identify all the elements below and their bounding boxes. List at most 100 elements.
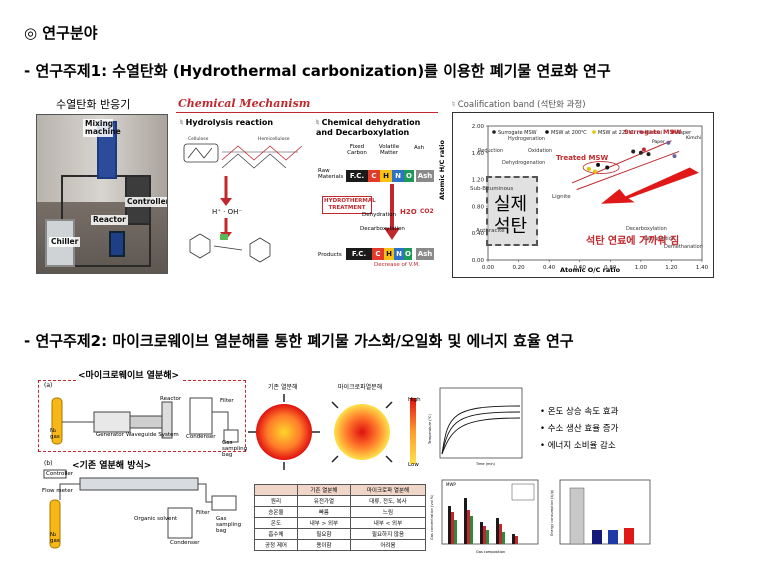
x-tick-label: 0.20 [512, 265, 525, 271]
legend-marker [639, 130, 643, 134]
hydrolysis-text: Hydrolysis reaction [185, 118, 274, 127]
data-point [641, 147, 646, 152]
oxidation-label: Oxidation [528, 148, 553, 154]
raw-c-cell: C [368, 170, 380, 182]
table-cell: 원리 [254, 495, 298, 507]
table-cell: 빠름 [296, 506, 351, 518]
dehydrogenation-label: Dehydrogenation [502, 160, 546, 166]
table-cell: 필요하지 않음 [349, 528, 427, 540]
co2-label: CO2 [420, 208, 434, 215]
data-point [666, 140, 671, 145]
paper-point-label: Paper [652, 140, 665, 145]
treated-msw-ellipse [582, 161, 620, 174]
controller-b-label: Controller [46, 471, 74, 477]
y-tick-label: 2.00 [472, 124, 485, 130]
n2-mw-label: N₂ gas [50, 428, 60, 440]
condenser-mw-label: Condenser [186, 434, 216, 440]
legend-label: MSW at 200℃ [551, 130, 587, 136]
table-cell: 어려움 [349, 539, 427, 551]
table-header-cell [254, 484, 298, 496]
closer-to-coal-label: 석탄 연료에 가까워 짐 [586, 236, 680, 247]
legend-marker [492, 130, 496, 134]
mixing-machine-label: Mixing machine [83, 119, 121, 137]
gas-bar-chart [441, 479, 539, 545]
dehydration-text: Chemical dehydration and Decarboxylation [316, 118, 421, 137]
band-line [576, 150, 680, 191]
chiller-label: Chiller [49, 237, 81, 247]
x-tick-label: 0.60 [574, 265, 587, 271]
microwave-sphere [334, 404, 390, 460]
data-point [646, 152, 651, 157]
legend-marker [592, 130, 596, 134]
raw-n-cell: N [392, 170, 404, 182]
prod-n-cell: N [394, 248, 404, 260]
bar-chart-xlabel: Gas composition [476, 550, 506, 554]
filter-b-label: Filter [196, 510, 210, 516]
table-cell: 용이함 [296, 539, 351, 551]
condenser-b-label: Condenser [170, 540, 200, 546]
decarboxylation-label: Decarboxylation [626, 226, 667, 232]
line-chart-ylabel: Temperature (℃) [428, 414, 432, 444]
legend-label: Paper [677, 130, 692, 136]
data-point [638, 150, 643, 155]
bullet-item-3: • 에너지 소비율 감소 [540, 441, 616, 451]
y-tick-label: 1.60 [472, 151, 485, 157]
band-line [571, 140, 672, 184]
col-fixed-carbon: Fixed Carbon [347, 144, 367, 156]
anthracite-label: Anthracite [476, 228, 505, 234]
legend-marker [545, 130, 549, 134]
real-coal-box [486, 176, 538, 246]
line-chart-xlabel: Time (min) [476, 462, 496, 466]
glucose-rings [189, 233, 271, 263]
data-point [593, 169, 597, 174]
coal-band-mark: ♮ [452, 100, 458, 110]
table-cell: 공정 제어 [254, 539, 298, 551]
temperature-line-chart [439, 387, 523, 459]
real-coal-text-1: 실제 [494, 194, 528, 215]
reactor-caption: 수열탄화 반응기 [56, 98, 131, 111]
coal-band-title: ♮ Coalification band (석탄화 과정) [452, 98, 586, 110]
treatment-label: HYDROTHERMAL TREATMENT [324, 198, 376, 211]
bar-chart-ylabel: Gas concentration (vol %) [430, 494, 434, 541]
bullet-list: • 온도 상승 속도 효과 • 수소 생산 효율 증가 • 에너지 소비율 감소 [540, 404, 618, 455]
prod-o-cell: O [404, 248, 412, 260]
chemical-mechanism-title: Chemical Mechanism [178, 97, 311, 110]
heat-conventional-label: 기존 열분해 [268, 384, 298, 391]
hydrolysis-arrow-head [220, 198, 232, 206]
raw-materials-label: Raw Materials [318, 168, 344, 180]
dehydration-chart-label: Dehydration [644, 236, 675, 242]
bullet-text-2: 수소 생산 효율 증가 [547, 424, 619, 434]
treatment-box [322, 196, 372, 214]
hemicellulose-label: Hemicellulose [258, 136, 290, 142]
dehydration-title: ♮ Chemical dehydration and Decarboxylati… [316, 118, 438, 138]
y-tick-label: 1.20 [472, 178, 485, 184]
section-title: ◎ 연구분야 [24, 24, 98, 42]
legend-label: MSW at 220℃ [598, 130, 634, 136]
table-cell: 유전가열 [296, 495, 351, 507]
conventional-label: <기존 열분해 방식> [72, 461, 152, 471]
reduction-label: Reduction [478, 148, 503, 154]
x-tick-label: 1.00 [635, 265, 648, 271]
topic-2-title: - 연구주제2: 마이크로웨이브 열분해를 통한 폐기물 가스화/오일화 및 에… [24, 332, 574, 350]
topic-1-title: - 연구주제1: 수열탄화 (Hydrothermal carbonizatio… [24, 62, 611, 80]
organic-solvent-label: Organic solvent [134, 516, 178, 522]
reactor-photo: Mixing machine Reactor Controller Chille… [36, 114, 168, 274]
table-cell: 흡수체 [254, 528, 298, 540]
table-header-cell: 마이크로파 열분해 [349, 484, 427, 496]
table-cell: 대류, 전도, 복사 [349, 495, 427, 507]
panel-b-label: (b) [44, 460, 53, 467]
data-point [596, 162, 601, 167]
hydrogenation-label: Hydrogenation [508, 136, 545, 142]
bullet-item-2: • 수소 생산 효율 증가 [540, 424, 619, 434]
hydrolysis-title: ♮ Hydrolysis reaction [180, 118, 273, 127]
table-cell: 승온율 [254, 506, 298, 518]
real-coal-text-2: 석탄 [494, 216, 528, 237]
table-cell: 내부 > 외부 [296, 517, 351, 529]
table-cell: 내부 < 외부 [349, 517, 427, 529]
table-cell: 필요함 [296, 528, 351, 540]
decarboxylation-step-label: Decarboxylation [360, 226, 405, 232]
